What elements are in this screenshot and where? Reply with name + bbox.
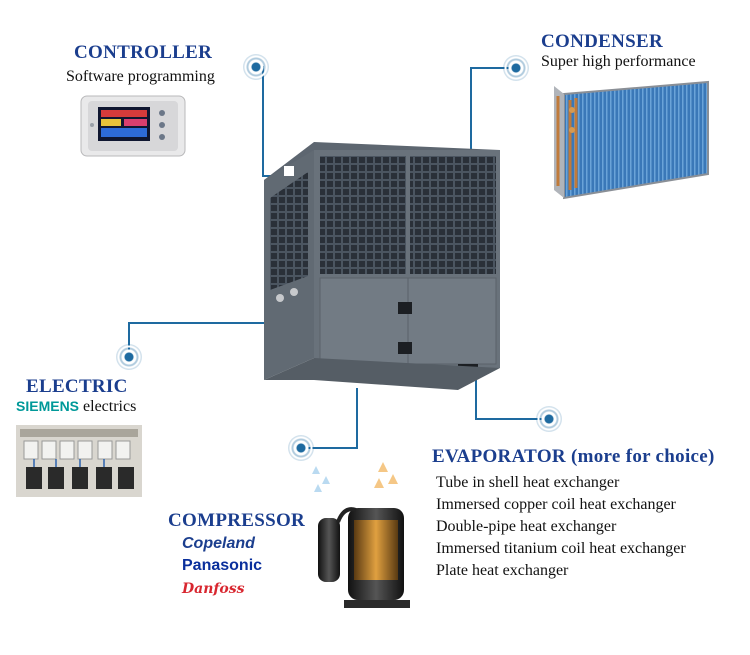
condenser-subtitle: Super high performance	[541, 53, 696, 70]
connector-evaporator-v	[475, 375, 477, 419]
list-item: Immersed titanium coil heat exchanger	[436, 540, 686, 557]
connector-condenser-v	[470, 67, 472, 163]
electric-title: ELECTRIC	[26, 376, 128, 397]
list-item: Double-pipe heat exchanger	[436, 518, 617, 535]
copeland-logo: Copeland	[182, 535, 255, 552]
connector-electric-v	[128, 322, 130, 356]
electric-subtitle: electrics	[83, 398, 137, 415]
wifi-dot-icon	[243, 54, 269, 80]
controller-panel-image	[80, 95, 186, 157]
controller-title: CONTROLLER	[74, 42, 213, 63]
wifi-dot-icon	[536, 406, 562, 432]
compressor-image	[310, 462, 422, 614]
condenser-coil-image	[550, 80, 710, 200]
electric-cabinet-image	[16, 425, 142, 497]
condenser-title: CONDENSER	[541, 31, 663, 52]
evaporator-list: Tube in shell heat exchanger Immersed co…	[436, 472, 686, 582]
list-item: Immersed copper coil heat exchanger	[436, 496, 676, 513]
wifi-dot-icon	[288, 435, 314, 461]
connector-compressor-h	[302, 447, 358, 449]
list-item: Tube in shell heat exchanger	[436, 474, 620, 491]
connector-compressor-v	[356, 388, 358, 448]
connector-controller-v	[262, 66, 264, 176]
evaporator-title: EVAPORATOR (more for choice)	[432, 446, 715, 467]
electric-subtitle-line: SIEMENS electrics	[16, 398, 136, 416]
connector-electric-h	[128, 322, 268, 324]
heat-pump-unit-image	[262, 140, 502, 400]
connector-condenser-h	[470, 67, 516, 69]
wifi-dot-icon	[116, 344, 142, 370]
wifi-dot-icon	[503, 55, 529, 81]
list-item: Plate heat exchanger	[436, 562, 569, 579]
panasonic-logo: Panasonic	[182, 557, 263, 574]
siemens-logo: SIEMENS	[16, 398, 80, 414]
compressor-title: COMPRESSOR	[168, 510, 306, 531]
controller-subtitle: Software programming	[66, 68, 215, 85]
connector-evaporator-h	[475, 418, 549, 420]
danfoss-logo: Danfoss	[182, 581, 245, 597]
